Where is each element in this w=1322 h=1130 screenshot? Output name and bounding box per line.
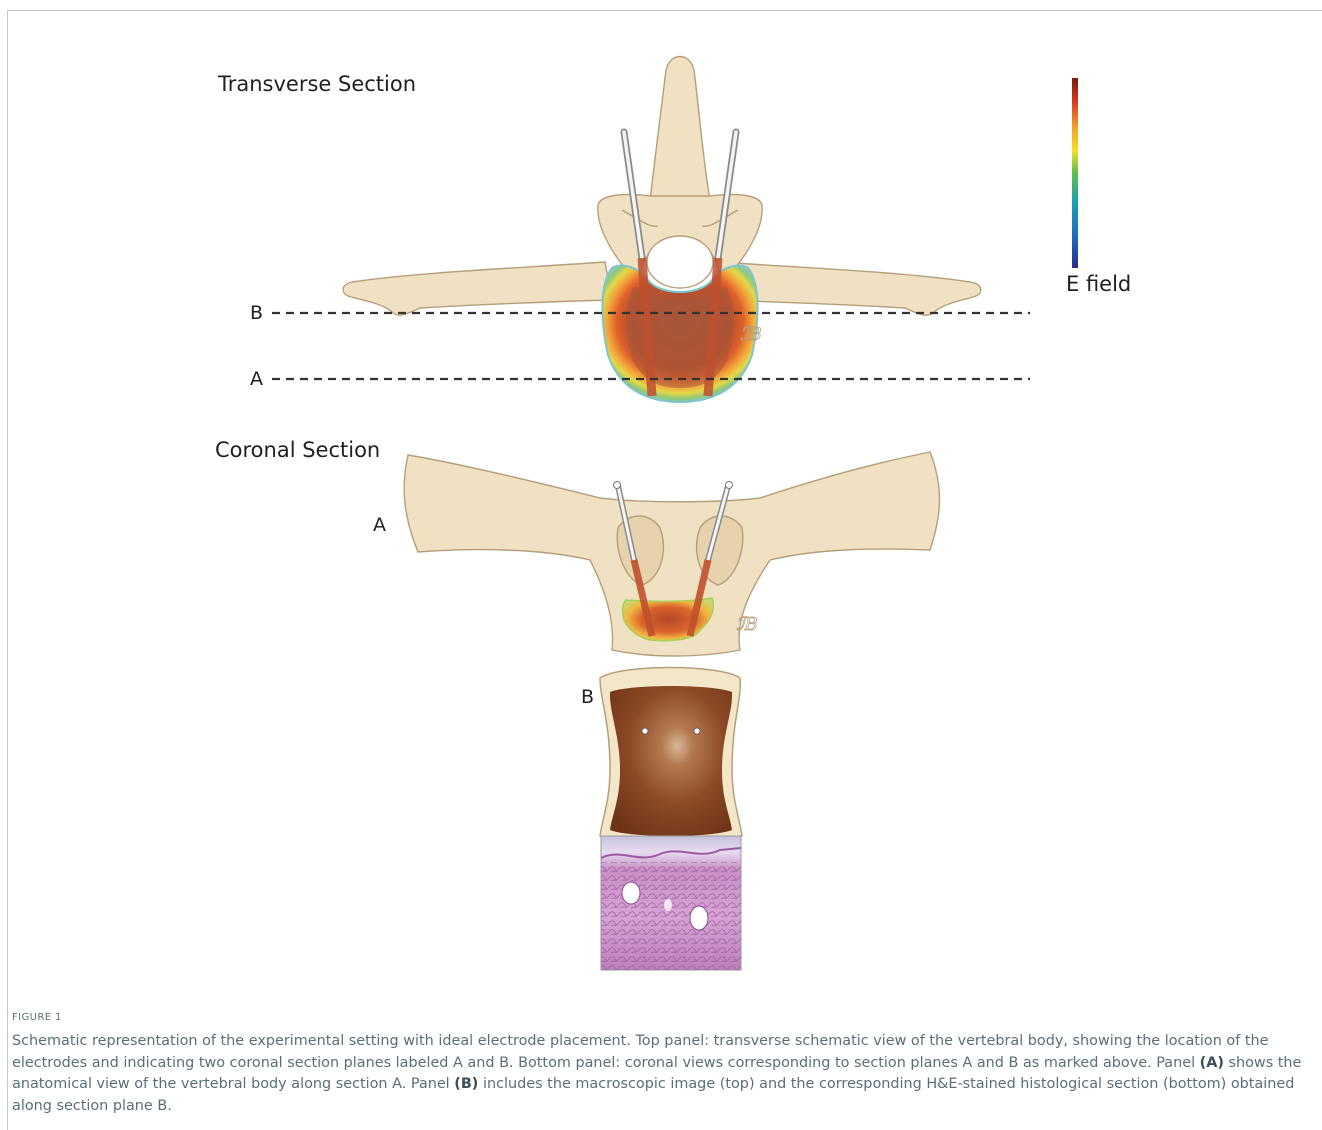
plane-b-label: B xyxy=(250,302,263,324)
histology-section xyxy=(601,836,741,970)
plane-a-label: A xyxy=(250,368,263,390)
caption-part-1: Schematic representation of the experime… xyxy=(12,1033,1268,1071)
transverse-section-title: Transverse Section xyxy=(218,72,416,96)
figure-illustration: ℐB ℐB xyxy=(0,0,1322,1000)
panel-b-label: B xyxy=(581,686,594,708)
macroscopic-section xyxy=(600,668,742,847)
caption-ref-a: (A) xyxy=(1200,1055,1224,1071)
illustrator-signature: ℐB xyxy=(740,324,762,345)
caption-ref-b: (B) xyxy=(454,1076,478,1092)
colorbar-label: E field xyxy=(1066,272,1131,296)
illustrator-signature-2: ℐB xyxy=(736,614,758,635)
spinal-canal xyxy=(647,236,713,288)
colorbar xyxy=(1072,78,1078,268)
panel-a-label: A xyxy=(373,514,386,536)
coronal-section-title: Coronal Section xyxy=(215,438,380,462)
figure-number: FIGURE 1 xyxy=(12,1012,62,1023)
figure-caption: Schematic representation of the experime… xyxy=(12,1031,1302,1117)
